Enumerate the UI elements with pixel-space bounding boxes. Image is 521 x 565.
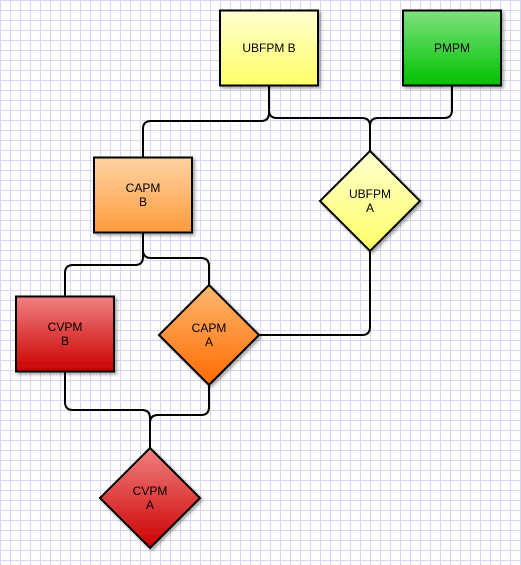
connector-capm-b-to-cvpm-b — [64, 233, 144, 296]
node-pmpm[interactable]: PMPM — [402, 9, 502, 87]
node-cvpm-a-diamond — [98, 446, 202, 550]
node-capm-b-label-line-1: CAPM — [126, 181, 161, 195]
node-cvpm-a-label-line-2: A — [146, 498, 154, 512]
node-capm-b-box — [93, 156, 193, 234]
node-cvpm-b-box — [15, 295, 115, 373]
node-pmpm-label-line-1: PMPM — [434, 41, 470, 55]
node-ubfpm-a-label-line-2: A — [366, 201, 374, 215]
connector-layer — [64, 86, 453, 448]
node-ubfpm-a-diamond — [318, 149, 422, 253]
node-capm-b-label-line-2: B — [139, 195, 147, 209]
node-pmpm-box — [402, 9, 502, 87]
node-capm-a-diamond — [157, 283, 261, 387]
connector-ubfpm-b-to-capm-b — [142, 86, 270, 157]
connector-ubfpm-b-to-ubfpm-a — [268, 86, 371, 151]
connector-cvpm-b-to-cvpm-a — [64, 372, 151, 448]
node-ubfpm-b-label-line-1: UBFPM B — [242, 41, 295, 55]
node-cvpm-b-label-line-2: B — [61, 334, 69, 348]
connector-capm-a-to-cvpm-a — [149, 385, 210, 448]
node-ubfpm-b[interactable]: UBFPM B — [219, 9, 319, 87]
node-ubfpm-b-box — [219, 9, 319, 87]
connector-ubfpm-a-to-capm-a — [259, 251, 371, 336]
node-capm-a-label-line-1: CAPM — [192, 321, 227, 335]
node-cvpm-b-label-line-1: CVPM — [48, 320, 83, 334]
connector-pmpm-to-ubfpm-a — [369, 86, 453, 151]
node-ubfpm-a-label-line-1: UBFPM — [349, 187, 391, 201]
node-cvpm-a-label-line-1: CVPM — [133, 484, 168, 498]
node-capm-a-label-line-2: A — [205, 335, 213, 349]
connector-capm-b-to-capm-a — [142, 233, 210, 285]
